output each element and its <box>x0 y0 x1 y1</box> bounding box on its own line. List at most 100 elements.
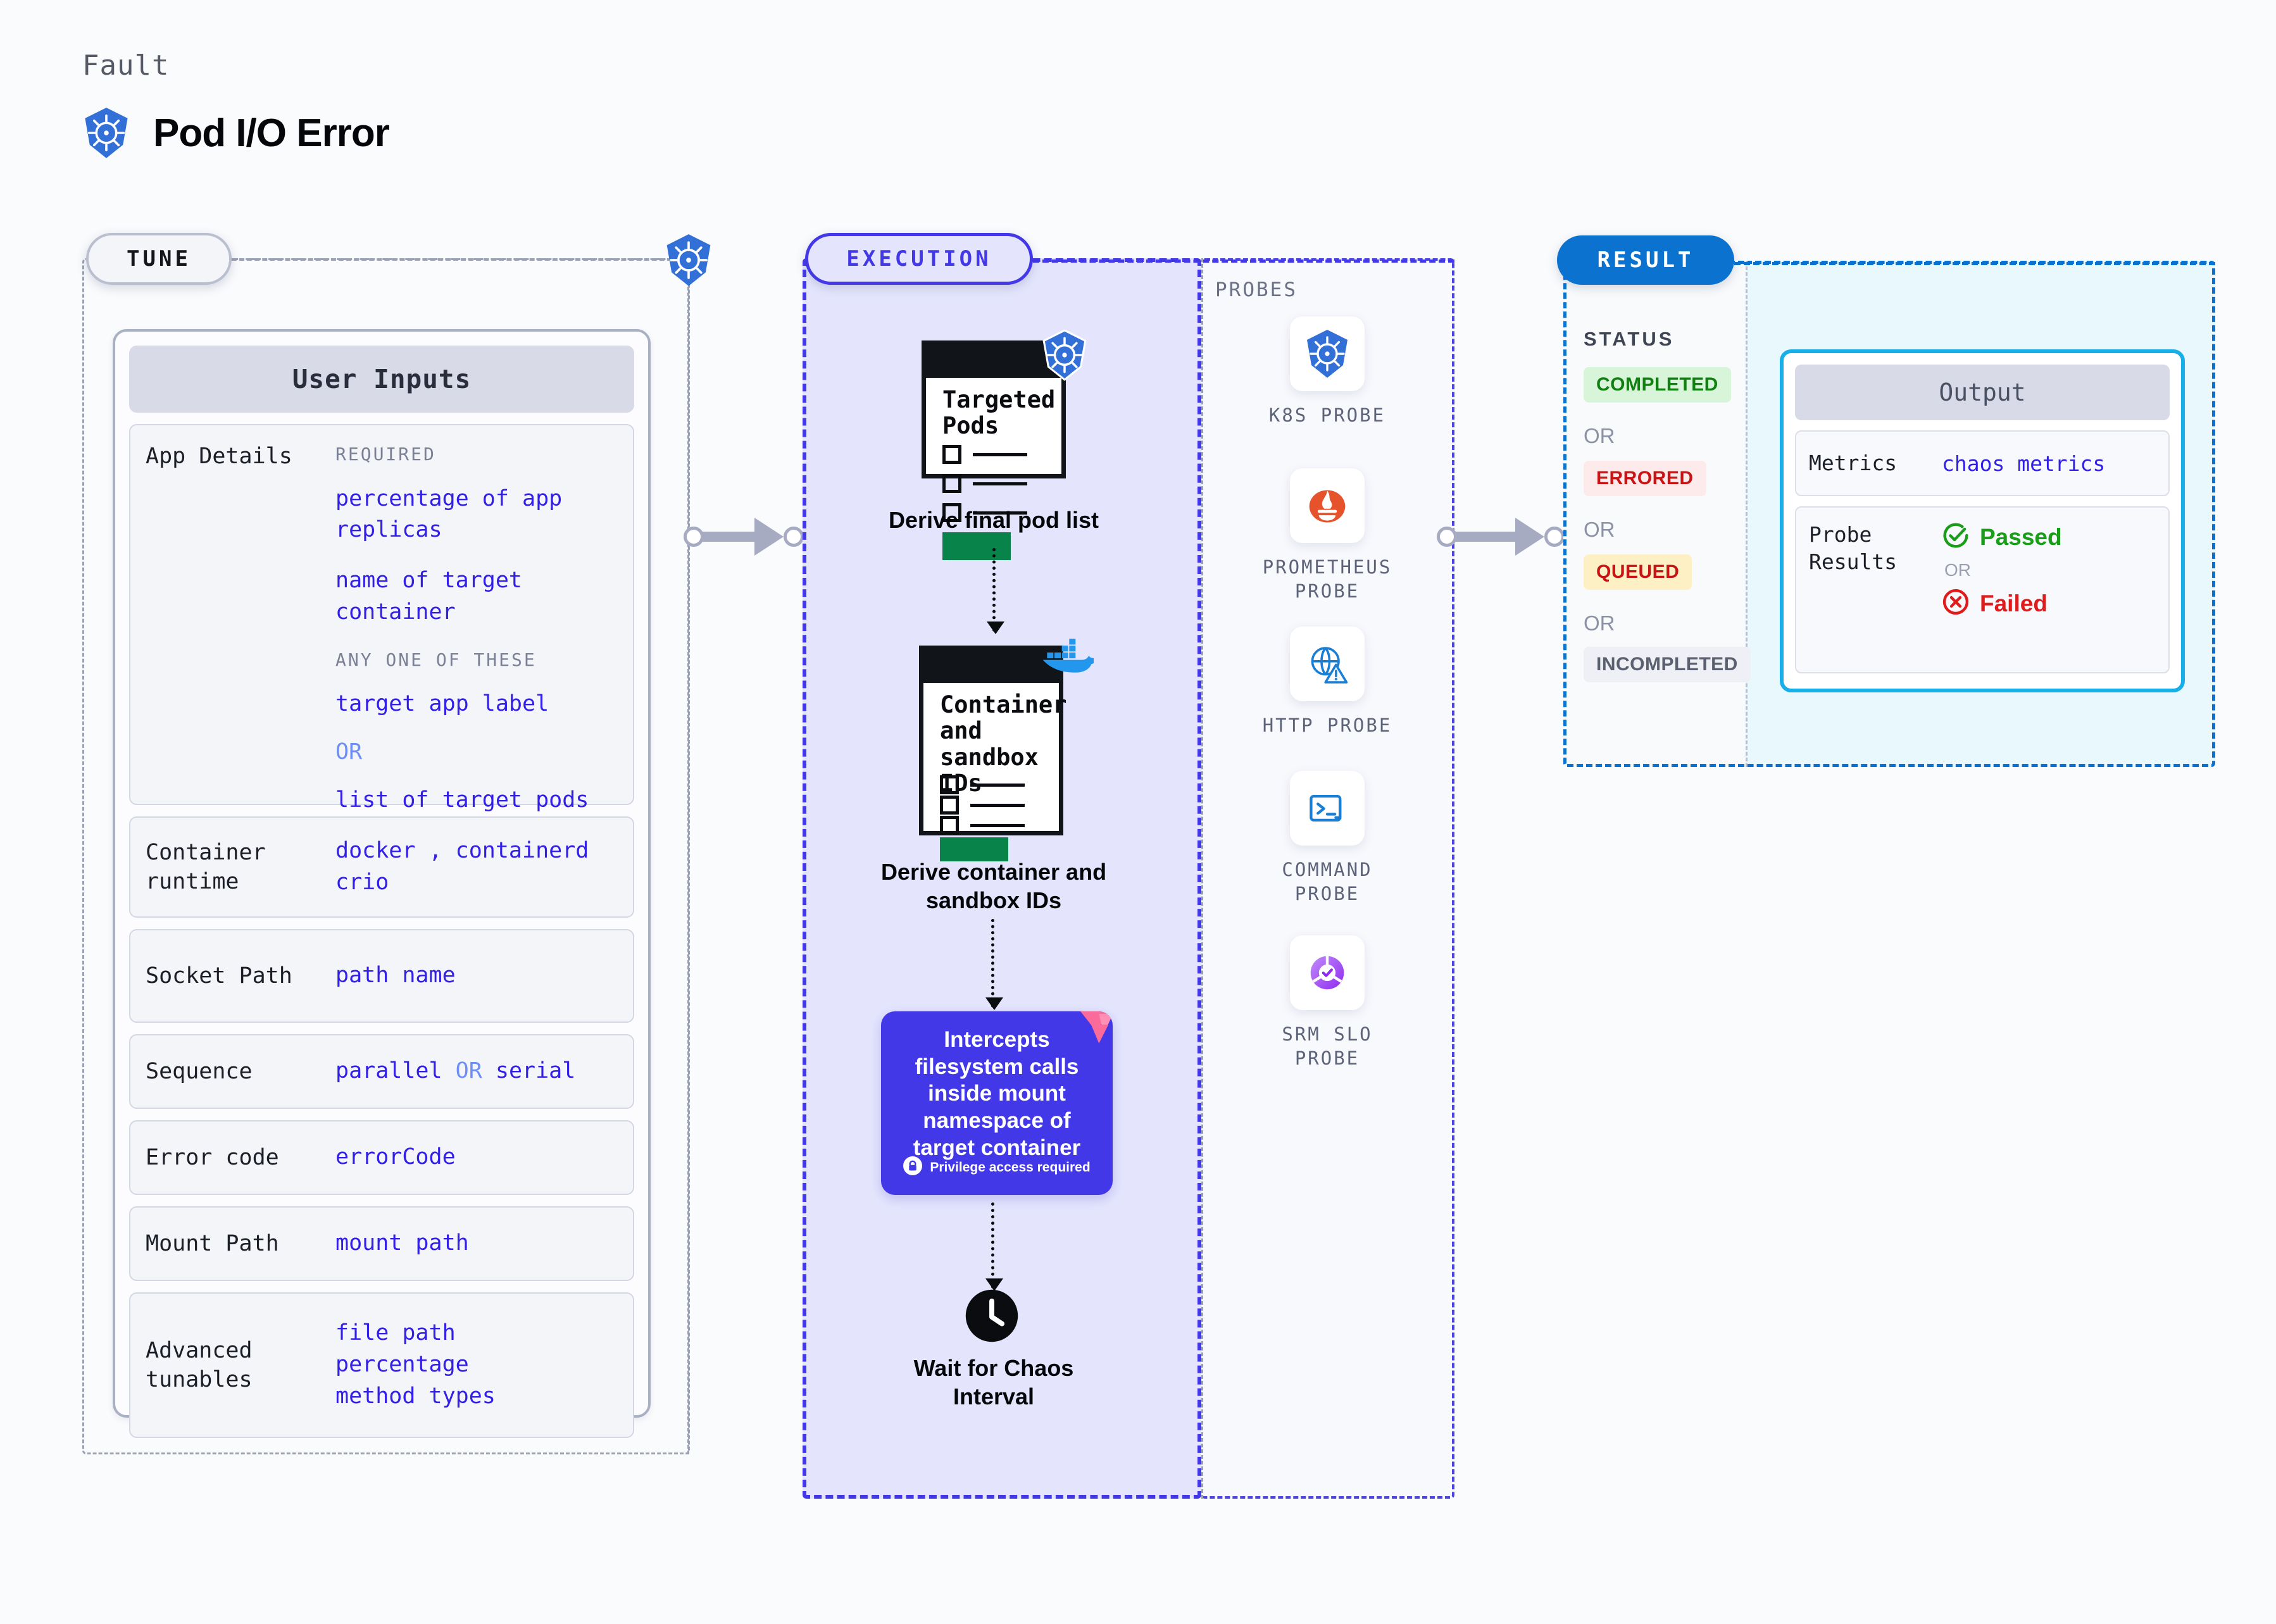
fault-title-row: Pod I/O Error <box>82 106 390 159</box>
result-tag: RESULT <box>1557 235 1734 285</box>
row-label: Probe Results <box>1809 522 1898 574</box>
probe-http[interactable]: HTTP PROBE <box>1242 627 1413 738</box>
result-tag-connector <box>1734 262 2215 265</box>
status-or: OR <box>1584 611 1615 635</box>
value-serial: serial <box>495 1058 576 1084</box>
execution-tag-connector <box>1033 259 1454 263</box>
check-circle-icon <box>1942 522 1970 553</box>
status-badge-completed: COMPLETED <box>1584 367 1731 403</box>
probe-result-failed: Failed <box>1942 588 2062 619</box>
flow-arrow <box>987 548 1004 634</box>
value-parallel: parallel <box>335 1058 442 1084</box>
tune-row-sequence: Sequence parallel OR serial <box>129 1034 634 1109</box>
step-caption-pods: Derive final pod list <box>888 507 1099 533</box>
step-caption-wait: Wait for Chaos Interval <box>913 1355 1074 1409</box>
result-status-panel <box>1563 261 1746 767</box>
intercept-text: Intercepts filesystem calls inside mount… <box>913 1027 1081 1160</box>
x-circle-icon <box>1942 588 1970 619</box>
value-chaos-metrics: chaos metrics <box>1942 451 2106 476</box>
kubernetes-icon <box>82 106 130 159</box>
fault-kicker: Fault <box>82 49 170 82</box>
row-label: Advanced tunables <box>146 1337 253 1392</box>
result-divider <box>1746 261 1748 767</box>
status-badge-errored: ERRORED <box>1584 461 1706 496</box>
probes-label: PROBES <box>1215 278 1297 301</box>
value-or: OR <box>455 1058 482 1084</box>
tune-row-advanced-tunables: Advanced tunables file path percentage m… <box>129 1292 634 1438</box>
probe-result-passed: Passed <box>1942 522 2062 553</box>
clock-icon <box>965 1289 1019 1343</box>
user-inputs-title: User Inputs <box>129 346 634 413</box>
status-or: OR <box>1584 518 1615 541</box>
group-caption-required: REQUIRED <box>335 444 436 465</box>
tune-row-app-details: App Details REQUIRED percentage of app r… <box>129 424 634 813</box>
execution-tag: EXECUTION <box>805 233 1033 285</box>
value-error-code: errorCode <box>335 1144 456 1170</box>
probes-panel <box>1201 258 1454 1499</box>
output-row-metrics: Metrics chaos metrics <box>1795 430 2170 496</box>
step-caption-ids: Derive container and sandbox IDs <box>880 859 1107 913</box>
value-method-types: method types <box>335 1383 496 1409</box>
connector-execution-to-result <box>1437 518 1571 556</box>
tune-row-error-code: Error code errorCode <box>129 1120 634 1195</box>
value-runtime-line2: crio <box>335 870 389 895</box>
probe-srm-slo[interactable]: SRM SLO PROBE <box>1242 935 1413 1070</box>
globe-warning-icon <box>1290 627 1365 701</box>
row-label: Metrics <box>1809 450 1898 475</box>
row-label: Sequence <box>146 1058 253 1084</box>
connector-tune-to-execution <box>684 518 810 556</box>
status-badge-queued: QUEUED <box>1584 554 1692 590</box>
prometheus-icon <box>1290 468 1365 543</box>
value-list-target-pods: list of target pods <box>335 787 589 813</box>
tune-tag-connector <box>232 258 687 261</box>
user-inputs-card: User Inputs App Details REQUIRED percent… <box>113 329 651 1438</box>
tune-row-container-runtime: Container runtime docker , containerd cr… <box>129 816 634 918</box>
value-percentage-replicas: percentage of app replicas <box>335 485 563 543</box>
terminal-icon <box>1290 771 1365 846</box>
tune-row-mount-path: Mount Path mount path <box>129 1206 634 1281</box>
srm-slo-icon <box>1290 935 1365 1010</box>
group-caption-any-one: ANY ONE OF THESE <box>335 649 537 670</box>
tune-tag: TUNE <box>86 233 232 285</box>
value-target-app-label: target app label <box>335 691 549 717</box>
flow-arrow <box>985 919 1003 1010</box>
row-label: App Details <box>146 444 292 469</box>
targeted-pods-note: Targeted Pods <box>922 340 1066 560</box>
probe-label: K8S PROBE <box>1268 404 1386 426</box>
docker-icon <box>1041 637 1096 675</box>
execution-probes-divider <box>1201 258 1203 1499</box>
status-or: OR <box>1584 424 1615 447</box>
probe-command[interactable]: COMMAND PROBE <box>1242 771 1413 906</box>
failed-label: Failed <box>1980 590 2048 616</box>
kubernetes-icon <box>1290 316 1365 391</box>
probe-label: HTTP PROBE <box>1262 715 1392 736</box>
output-row-probe-results: Probe Results Passed OR <box>1795 506 2170 673</box>
value-percentage: percentage <box>335 1352 469 1378</box>
probe-label: PROMETHEUS PROBE <box>1262 556 1392 602</box>
privilege-note: Privilege access required <box>881 1156 1113 1178</box>
value-mount-path: mount path <box>335 1230 469 1256</box>
status-badge-incompleted: INCOMPLETED <box>1584 647 1751 682</box>
status-label: STATUS <box>1584 328 1675 350</box>
probe-k8s[interactable]: K8S PROBE <box>1242 316 1413 428</box>
value-target-container: name of target container <box>335 568 523 625</box>
tune-divider <box>687 258 689 1454</box>
probe-label: COMMAND PROBE <box>1282 859 1373 904</box>
note-title: Container and sandbox IDs <box>940 691 1067 797</box>
intercept-filesystem-box: Intercepts filesystem calls inside mount… <box>881 1011 1113 1195</box>
output-card: Output Metrics chaos metrics Probe Resul… <box>1780 349 2185 692</box>
container-sandbox-note: Container and sandbox IDs <box>919 646 1067 861</box>
kubernetes-icon <box>663 233 714 287</box>
probe-label: SRM SLO PROBE <box>1282 1023 1373 1069</box>
kubernetes-icon <box>1041 329 1089 381</box>
value-runtime-line1: docker , containerd <box>335 838 589 864</box>
probe-prometheus[interactable]: PROMETHEUS PROBE <box>1242 468 1413 603</box>
litmus-icon <box>1067 1011 1113 1048</box>
passed-label: Passed <box>1980 523 2062 550</box>
row-label: Mount Path <box>146 1230 279 1256</box>
lock-icon <box>903 1156 923 1178</box>
probe-result-or: OR <box>1944 560 1971 580</box>
privilege-text: Privilege access required <box>930 1159 1091 1175</box>
value-socket-path: path name <box>335 963 456 989</box>
